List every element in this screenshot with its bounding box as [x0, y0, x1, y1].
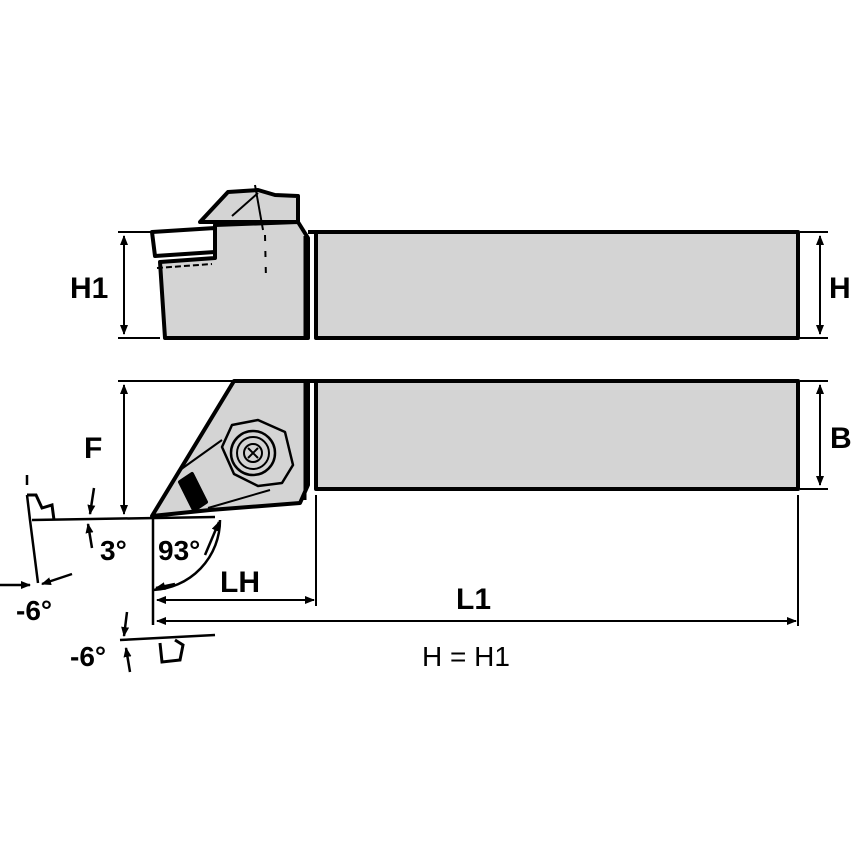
label-b: B [830, 422, 852, 455]
side-clamp [198, 188, 300, 224]
dim-f [118, 380, 234, 515]
top-shank [314, 379, 800, 491]
label-rake-left: -6° [16, 595, 53, 626]
label-h: H [829, 272, 851, 305]
label-rake-bottom: -6° [70, 641, 107, 672]
label-f: F [84, 432, 103, 465]
label-l1: L1 [456, 583, 492, 616]
dim-h [800, 231, 828, 339]
top-view [150, 379, 800, 518]
label-approach-angle: 93° [158, 535, 201, 566]
angle-construction [0, 475, 222, 673]
side-view [150, 184, 800, 340]
label-clearance-angle: 3° [100, 535, 127, 566]
label-h1: H1 [70, 272, 109, 305]
dim-b [800, 380, 828, 490]
side-insert [150, 226, 217, 258]
top-insert [178, 472, 208, 512]
side-shank [314, 230, 800, 340]
label-note: H = H1 [422, 641, 510, 672]
dim-h1 [118, 231, 160, 339]
clamp-screw [229, 429, 277, 477]
label-lh: LH [220, 566, 260, 599]
length-dims [156, 495, 799, 626]
